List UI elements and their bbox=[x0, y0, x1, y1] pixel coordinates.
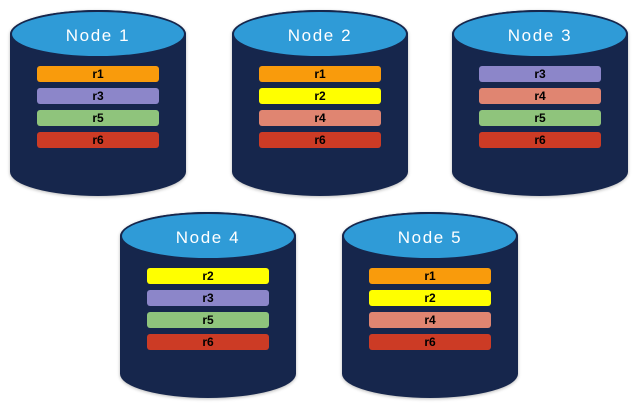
node-label: Node 3 bbox=[507, 25, 573, 45]
replica-list: r3 r4 r5 r6 bbox=[479, 65, 601, 148]
cylinder-top-ellipse: Node 2 bbox=[232, 10, 408, 59]
replica-bar: r6 bbox=[37, 131, 159, 148]
replica-bar: r3 bbox=[479, 65, 601, 82]
replica-bar: r2 bbox=[369, 289, 491, 306]
database-node: Node 5 r1 r2 r4 r6 bbox=[342, 212, 518, 398]
replica-list: r1 r2 r4 r6 bbox=[259, 65, 381, 148]
node-label: Node 5 bbox=[397, 227, 463, 247]
cylinder-top-ellipse: Node 5 bbox=[342, 212, 518, 261]
replica-bar: r5 bbox=[479, 109, 601, 126]
database-node: Node 2 r1 r2 r4 r6 bbox=[232, 10, 408, 196]
replica-list: r2 r3 r5 r6 bbox=[147, 267, 269, 350]
replica-bar: r4 bbox=[259, 109, 381, 126]
replica-bar: r4 bbox=[479, 87, 601, 104]
database-node: Node 4 r2 r3 r5 r6 bbox=[120, 212, 296, 398]
replica-bar: r6 bbox=[369, 333, 491, 350]
cylinder-top-ellipse: Node 4 bbox=[120, 212, 296, 261]
replica-bar: r1 bbox=[369, 267, 491, 284]
replica-bar: r1 bbox=[259, 65, 381, 82]
database-node: Node 1 r1 r3 r5 r6 bbox=[10, 10, 186, 196]
cylinder-top-ellipse: Node 1 bbox=[10, 10, 186, 59]
replica-bar: r4 bbox=[369, 311, 491, 328]
node-label: Node 2 bbox=[287, 25, 353, 45]
replica-bar: r6 bbox=[147, 333, 269, 350]
replica-bar: r3 bbox=[37, 87, 159, 104]
replica-bar: r5 bbox=[37, 109, 159, 126]
replica-bar: r2 bbox=[259, 87, 381, 104]
node-label: Node 1 bbox=[65, 25, 131, 45]
cylinder-top-ellipse: Node 3 bbox=[452, 10, 628, 59]
replica-bar: r5 bbox=[147, 311, 269, 328]
replica-list: r1 r2 r4 r6 bbox=[369, 267, 491, 350]
replica-bar: r6 bbox=[259, 131, 381, 148]
replica-bar: r2 bbox=[147, 267, 269, 284]
replica-bar: r1 bbox=[37, 65, 159, 82]
node-label: Node 4 bbox=[175, 227, 241, 247]
replica-bar: r3 bbox=[147, 289, 269, 306]
database-node: Node 3 r3 r4 r5 r6 bbox=[452, 10, 628, 196]
replica-list: r1 r3 r5 r6 bbox=[37, 65, 159, 148]
replica-bar: r6 bbox=[479, 131, 601, 148]
